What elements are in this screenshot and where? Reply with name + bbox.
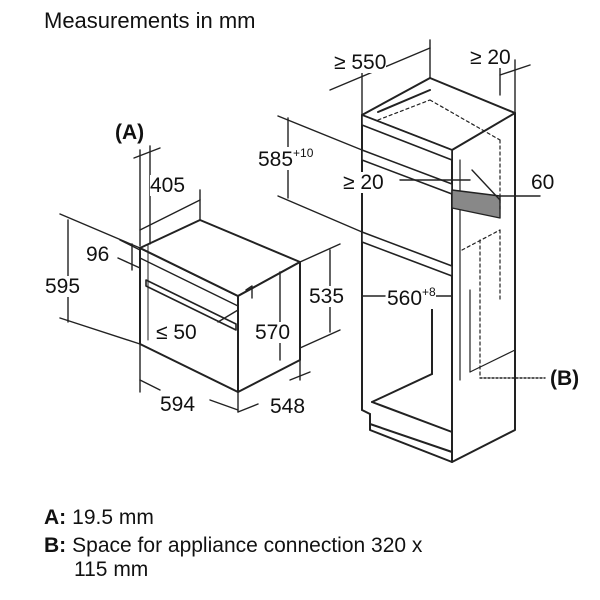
cabinet-dashed-outline bbox=[377, 99, 501, 379]
diagram-title: Measurements in mm bbox=[44, 8, 256, 33]
dim-535-label: 535 bbox=[309, 285, 345, 308]
legend-a-text: 19.5 mm bbox=[72, 506, 154, 529]
dim-560-label: 560+8 bbox=[387, 285, 436, 310]
dim-96-label: 96 bbox=[86, 243, 110, 266]
dim-585-tolerance: +10 bbox=[293, 146, 314, 160]
dim-595-label: 595 bbox=[45, 275, 81, 298]
legend-b-text-line1: Space for appliance connection 320 x bbox=[72, 534, 423, 557]
cabinet-drawing bbox=[361, 77, 516, 463]
legend-b-text-line2: 115 mm bbox=[74, 558, 149, 582]
dim-594-label: 594 bbox=[160, 393, 196, 416]
dim-max-50-label: ≤ 50 bbox=[156, 321, 197, 344]
marker-a-label: (A) bbox=[115, 121, 145, 144]
oven-drawing bbox=[139, 219, 301, 393]
legend-a: A:19.5 mm bbox=[44, 506, 154, 530]
dim-570-label: 570 bbox=[255, 321, 291, 344]
dim-60-label: 60 bbox=[531, 171, 555, 194]
marker-b-label: (B) bbox=[550, 367, 580, 390]
dimension-lines bbox=[59, 39, 541, 413]
dim-min-550-label: ≥ 550 bbox=[334, 51, 387, 74]
dim-405-label: 405 bbox=[150, 174, 186, 197]
dim-min-20-mid-label: ≥ 20 bbox=[343, 171, 384, 194]
dim-548-label: 548 bbox=[270, 395, 306, 418]
legend-b-key: B: bbox=[44, 534, 67, 557]
legend-b: B:Space for appliance connection 320 x 1… bbox=[44, 534, 422, 582]
legend-a-key: A: bbox=[44, 506, 67, 529]
dim-min-20-top-label: ≥ 20 bbox=[470, 46, 511, 69]
dim-560-tolerance: +8 bbox=[422, 285, 436, 299]
dim-585-label: 585+10 bbox=[258, 146, 314, 171]
